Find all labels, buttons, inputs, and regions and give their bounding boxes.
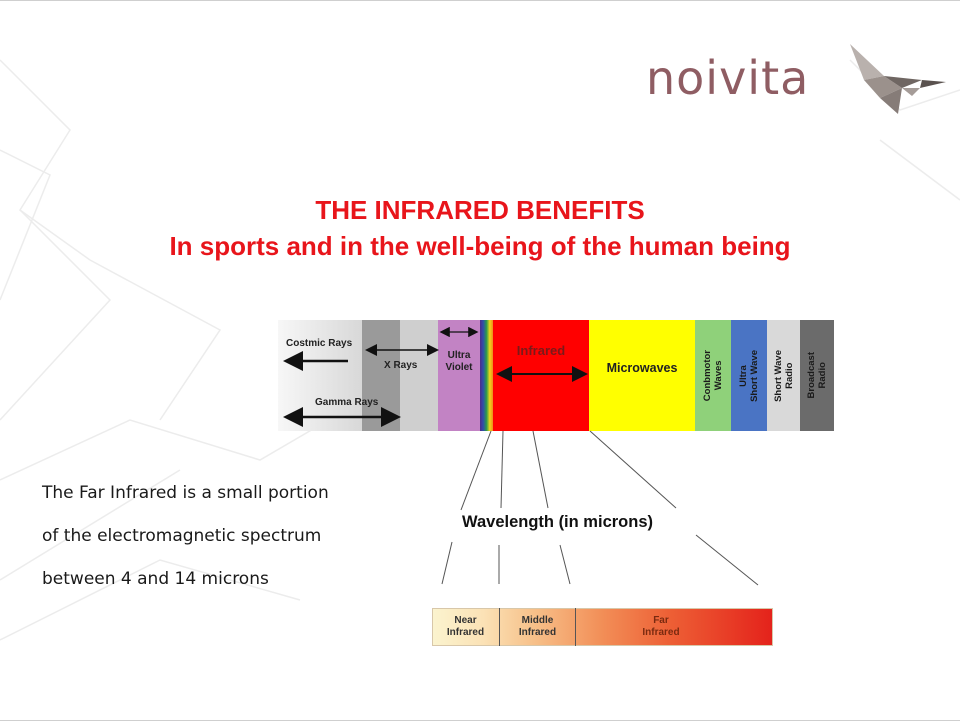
band-short-wave — [767, 320, 800, 431]
label-gamma-rays: Gamma Rays — [315, 397, 379, 408]
logo-text: noivita — [646, 51, 810, 105]
divider-middle-far — [575, 608, 576, 646]
band-conbmotor — [695, 320, 731, 431]
band-microwaves — [589, 320, 695, 431]
description-line-2: of the electromagnetic spectrum — [42, 526, 322, 546]
electromagnetic-spectrum: Costmic Rays X Rays Gamma Rays Ultra Vio… — [278, 320, 834, 431]
title-line-2: In sports and in the well-being of the h… — [169, 231, 791, 261]
label-x-rays: X Rays — [384, 360, 418, 371]
noivita-logo: noivita — [646, 38, 952, 118]
band-xray — [400, 320, 438, 431]
band-broadcast — [800, 320, 834, 431]
label-cosmic-rays: Costmic Rays — [286, 338, 353, 349]
description-line-3: between 4 and 14 microns — [42, 569, 269, 589]
wavelength-label: Wavelength (in microns) — [462, 513, 653, 531]
label-infrared: Infrared — [516, 343, 566, 358]
top-border — [0, 0, 960, 1]
band-ultraviolet — [438, 320, 480, 431]
description-line-1: The Far Infrared is a small portion — [42, 483, 329, 503]
label-ultra-violet: Ultra Violet — [445, 350, 473, 373]
band-ultra-short — [731, 320, 767, 431]
bottom-border — [0, 720, 960, 721]
spectrum-arrows — [283, 326, 588, 427]
label-microwaves: Microwaves — [606, 361, 678, 375]
band-visible — [480, 320, 493, 431]
divider-near-middle — [499, 608, 500, 646]
origami-bird-icon — [850, 44, 946, 114]
title-line-1: THE INFRARED BENEFITS — [315, 195, 645, 225]
